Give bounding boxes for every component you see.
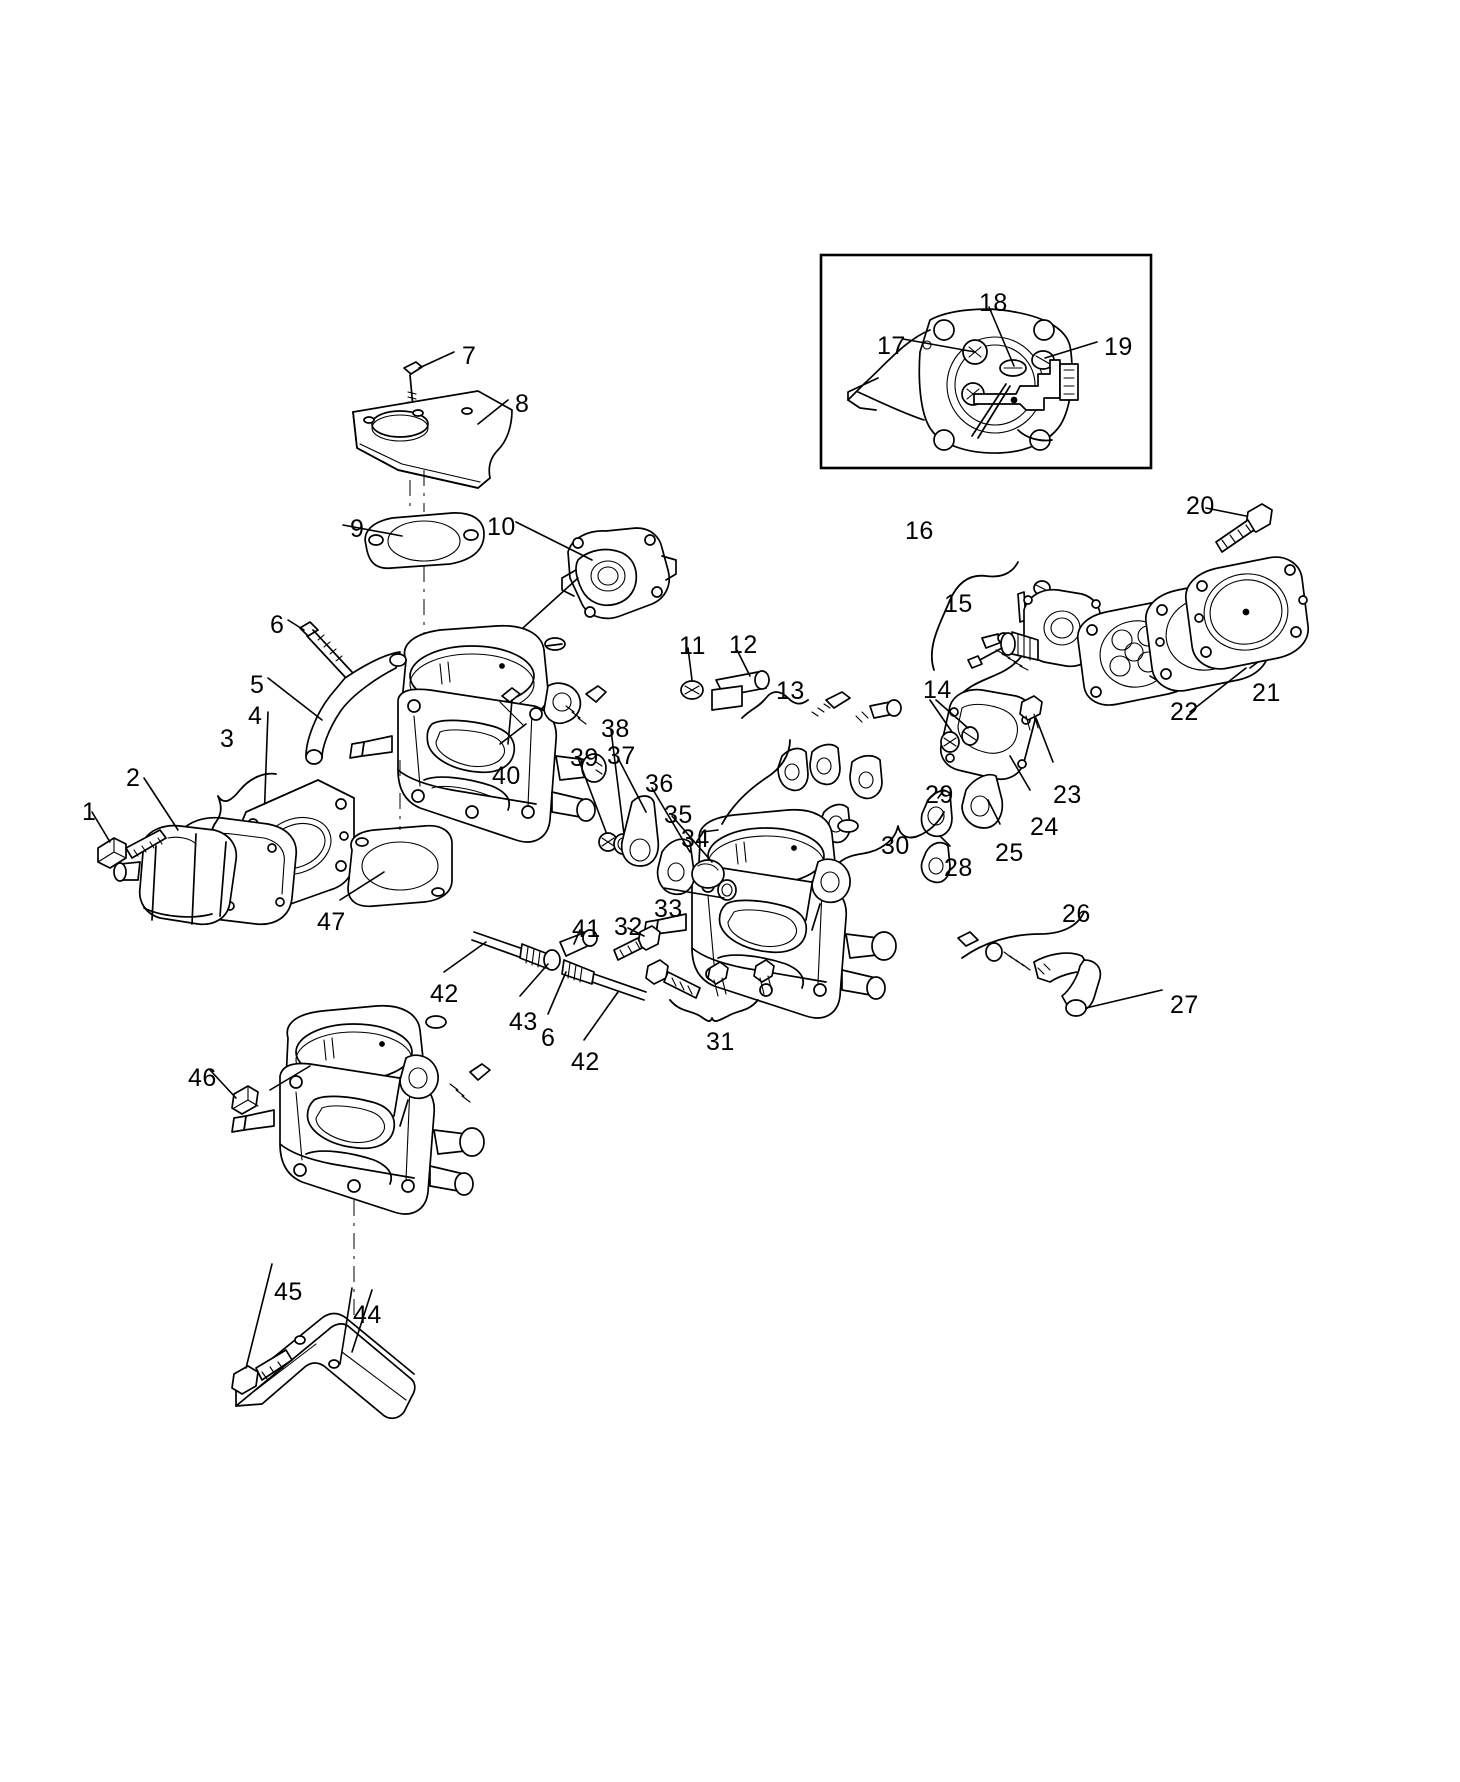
part-30-group-art — [777, 743, 945, 863]
part-8-plate-art — [352, 390, 513, 489]
callout-15: 15 — [944, 590, 973, 618]
third-carburetor-body-art — [231, 1004, 491, 1215]
detail-inset-border — [819, 253, 1153, 470]
callout-20: 20 — [1186, 492, 1215, 520]
part-2-pump-body-art — [113, 777, 238, 926]
callout-22: 22 — [1170, 698, 1199, 726]
callout-45: 45 — [274, 1278, 303, 1306]
callout-37: 37 — [607, 742, 636, 770]
callout-14: 14 — [923, 676, 952, 704]
part-31-group-art — [645, 959, 775, 1022]
callout-10: 10 — [487, 513, 516, 541]
callout-28: 28 — [944, 854, 973, 882]
part-10-pump-cover-art — [469, 521, 677, 677]
leader-18 — [988, 306, 1015, 367]
part-47-flange-art — [339, 760, 453, 908]
part-46-bolt-art — [209, 1065, 311, 1115]
leader-19 — [1044, 341, 1098, 359]
callout-47: 47 — [317, 908, 346, 936]
callout-40: 40 — [492, 762, 521, 790]
callout-4: 4 — [248, 702, 263, 730]
callout-17: 17 — [877, 332, 906, 360]
callout-33: 33 — [654, 895, 683, 923]
callout-16: 16 — [905, 517, 934, 545]
part-15-group-art — [955, 588, 1102, 701]
callout-35: 35 — [664, 801, 693, 829]
part-40-jet-spring-art — [499, 685, 607, 745]
part-11-12-art — [680, 647, 770, 711]
callout-6: 6 — [270, 611, 285, 639]
callout-5: 5 — [250, 671, 265, 699]
callout-25: 25 — [995, 839, 1024, 867]
callout-43: 43 — [509, 1008, 538, 1036]
callout-13: 13 — [776, 677, 805, 705]
callout-23: 23 — [1053, 781, 1082, 809]
part-9-gasket-art — [342, 470, 485, 648]
callout-29: 29 — [925, 781, 954, 809]
part-21-22-covers-art — [1145, 556, 1309, 713]
part-5-hose-art — [267, 651, 407, 765]
callout-27: 27 — [1170, 991, 1199, 1019]
callout-39: 39 — [570, 744, 599, 772]
callout-2: 2 — [126, 764, 141, 792]
part-45-bolt-art — [231, 1263, 293, 1395]
inset-throttle-body-art — [847, 308, 1079, 454]
parts-41-43-hose-art — [443, 929, 647, 1041]
callout-19: 19 — [1104, 333, 1133, 361]
callout-1: 1 — [82, 798, 97, 826]
callout-6-lower: 6 — [541, 1024, 556, 1052]
part-1-bolt-art — [91, 811, 167, 869]
callout-26: 26 — [1062, 900, 1091, 928]
callout-9: 9 — [350, 515, 365, 543]
callout-42-left: 42 — [430, 980, 459, 1008]
callout-42-right: 42 — [571, 1048, 600, 1076]
part-44-bracket-art — [235, 1200, 416, 1420]
callout-32: 32 — [614, 913, 643, 941]
callout-3: 3 — [220, 725, 235, 753]
callout-8: 8 — [515, 390, 530, 418]
part-20-bolt-art — [1205, 503, 1273, 553]
parts-14-25-art — [920, 688, 1054, 884]
callout-46: 46 — [188, 1064, 217, 1092]
callout-7: 7 — [462, 342, 477, 370]
detail-inset-group — [819, 253, 1153, 470]
callout-21: 21 — [1252, 679, 1281, 707]
part-32-bolt-art — [613, 925, 661, 961]
callout-36: 36 — [645, 770, 674, 798]
parts-26-27-hose-art — [957, 911, 1163, 1017]
callout-31: 31 — [706, 1028, 735, 1056]
callout-30: 30 — [881, 832, 910, 860]
part-6-rod-art — [287, 619, 353, 679]
leader-17 — [902, 338, 976, 353]
callout-41: 41 — [572, 915, 601, 943]
callout-44: 44 — [353, 1301, 382, 1329]
callout-18: 18 — [979, 289, 1008, 317]
parts-33-39-stack-art — [577, 729, 791, 901]
callout-11: 11 — [679, 632, 706, 660]
callout-38: 38 — [601, 715, 630, 743]
callout-24: 24 — [1030, 813, 1059, 841]
callout-34: 34 — [681, 825, 710, 853]
part-13-group-art — [741, 691, 902, 723]
callout-12: 12 — [729, 631, 758, 659]
